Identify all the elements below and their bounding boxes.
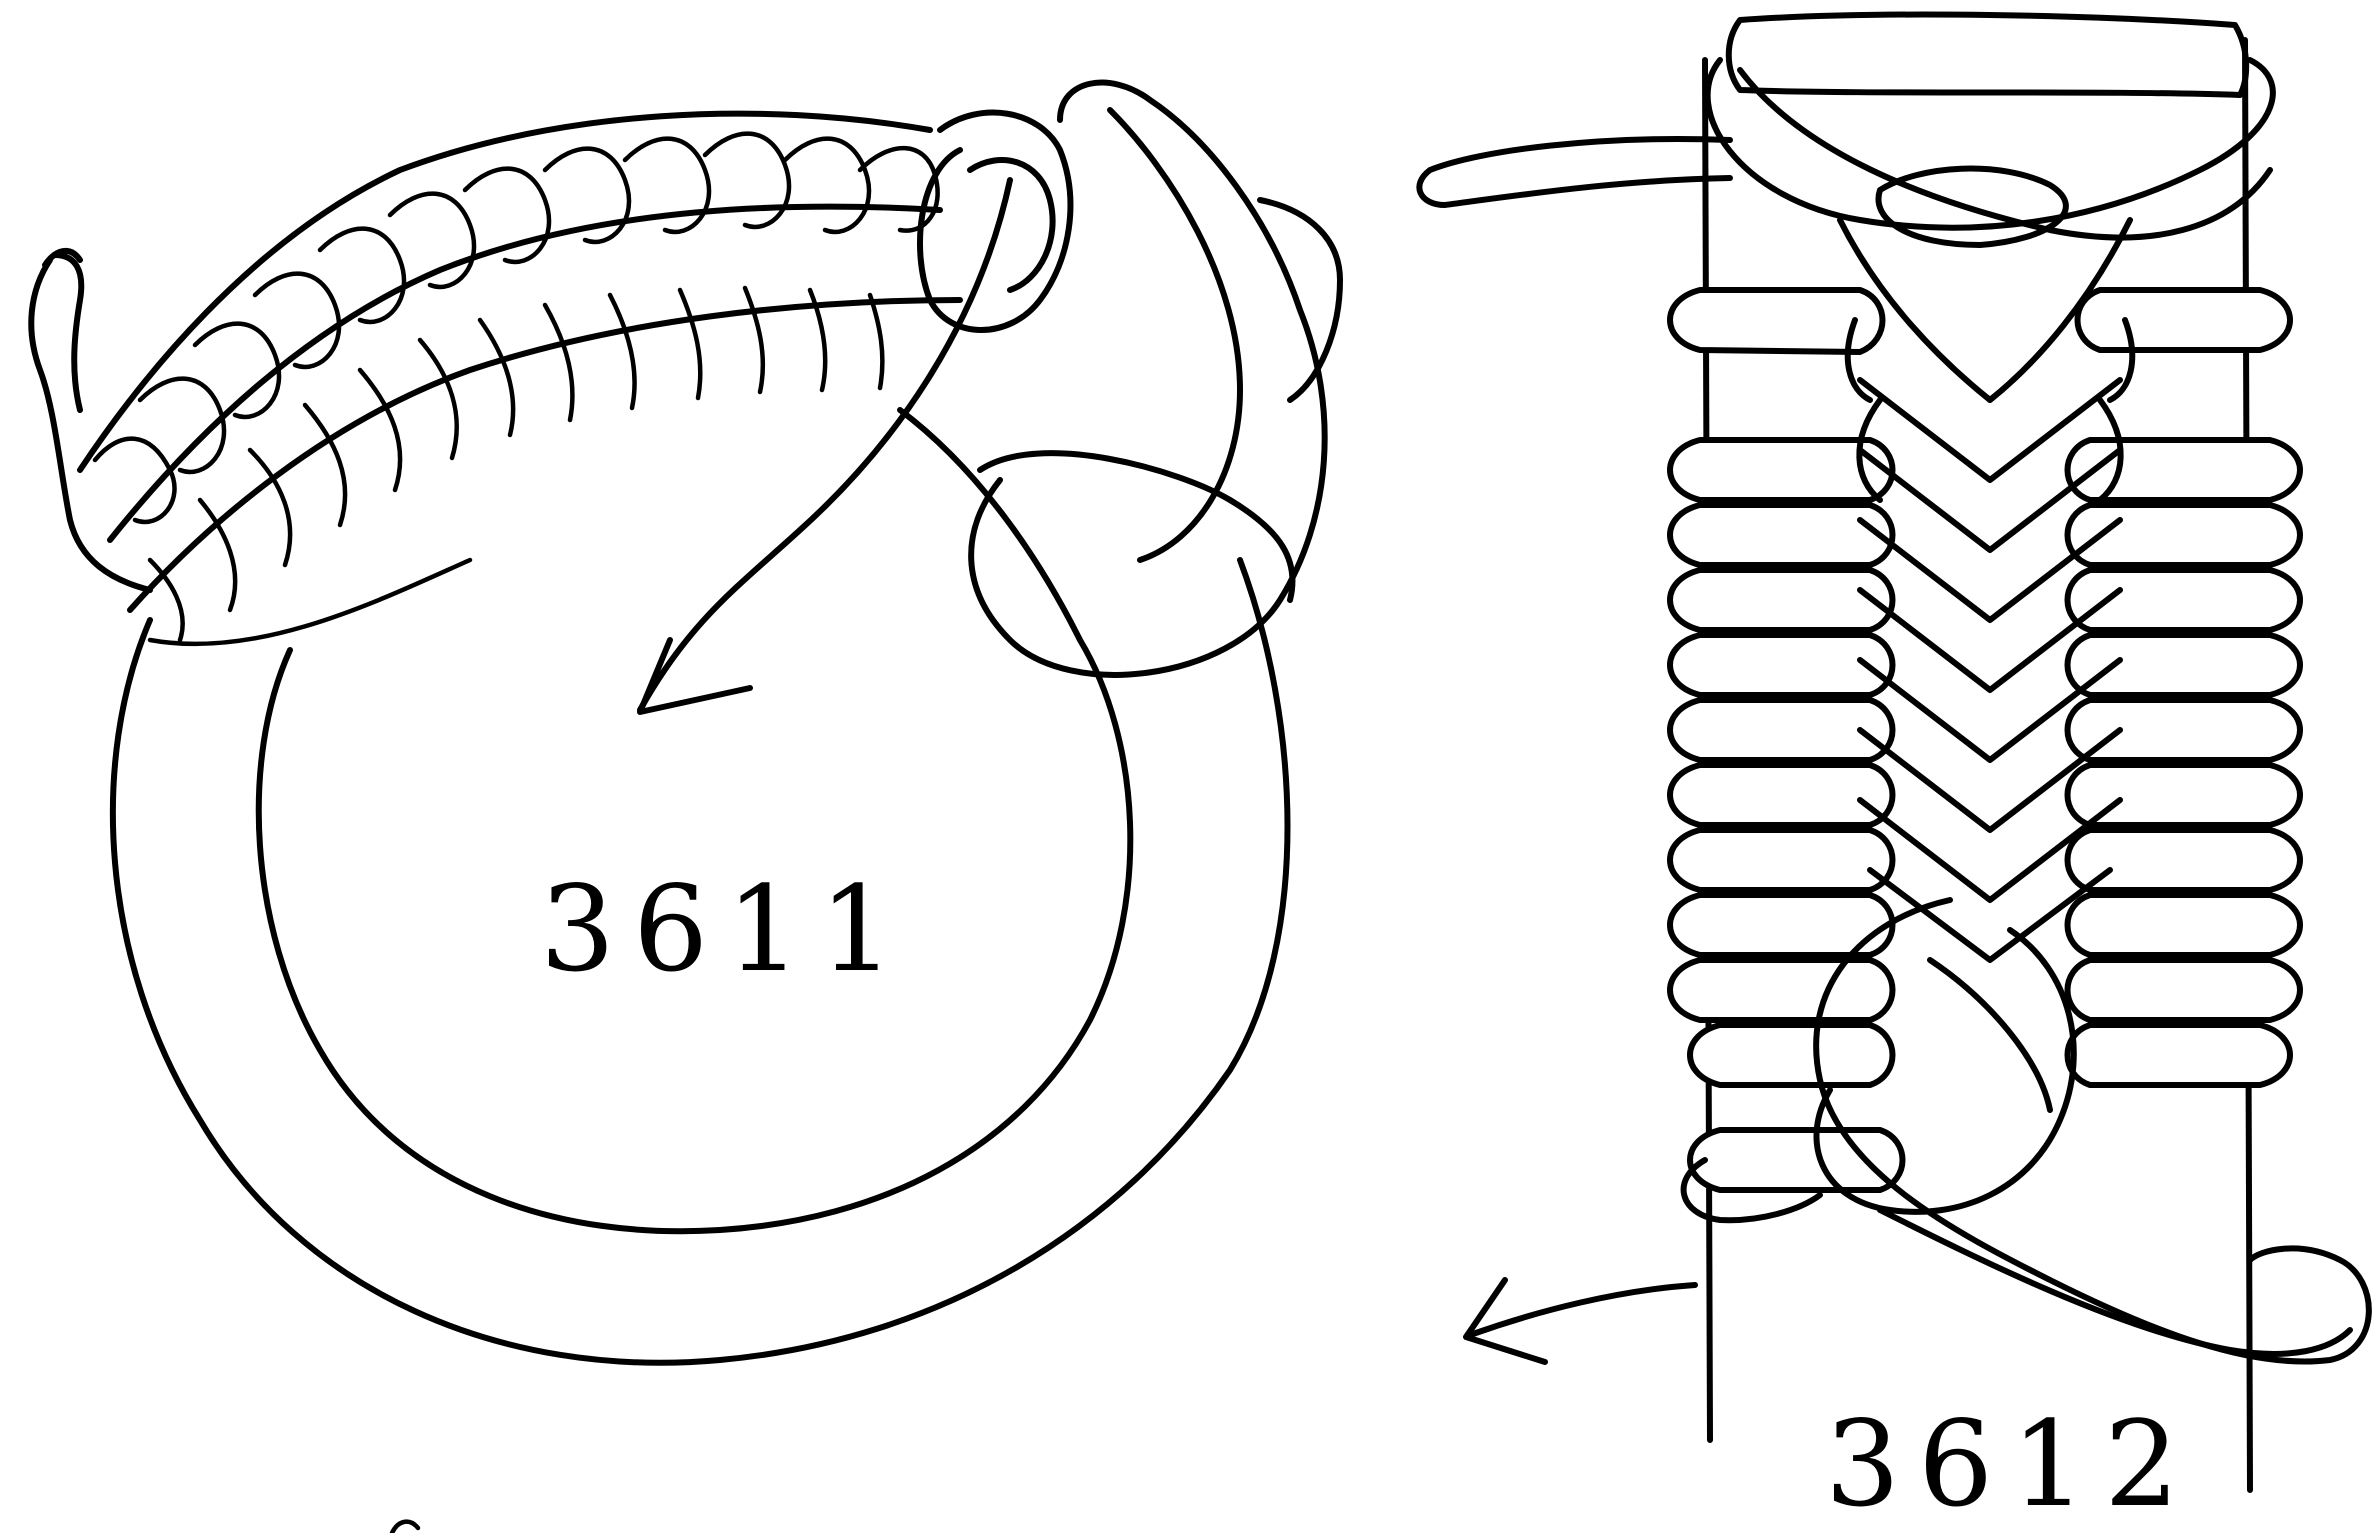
top-free-cord (1419, 139, 1730, 205)
bottom-loop-tail (1880, 1210, 2350, 1354)
ring-side-loop-collar-2 (1260, 200, 1340, 400)
braid-middle-edge (110, 207, 940, 540)
direction-arrow-3611-head (640, 640, 750, 712)
figure-label-3612: 3612 (1825, 1395, 2197, 1533)
ring-inner-edge (259, 410, 1131, 1231)
stray-mark (392, 1522, 418, 1533)
bottom-loop-cross (1930, 960, 2050, 1110)
figure-3612: 3612 (1419, 15, 2368, 1533)
left-cord-end-2 (55, 255, 81, 410)
top-loop-left (1708, 60, 2273, 228)
figure-label-3611: 3611 (540, 860, 912, 998)
ring-side-loop-outer (971, 83, 1325, 675)
direction-arrow-3611-shaft (640, 180, 1010, 710)
rod-top-end (1729, 15, 2246, 95)
wrapping-turns (150, 288, 882, 644)
direction-arrow-3612-shaft (1470, 1285, 1695, 1335)
wrapping-turns-right (2068, 290, 2301, 1085)
braid-strands (95, 134, 938, 522)
figure-3611: 3611 (31, 83, 1340, 1363)
left-cord-end (31, 260, 150, 590)
